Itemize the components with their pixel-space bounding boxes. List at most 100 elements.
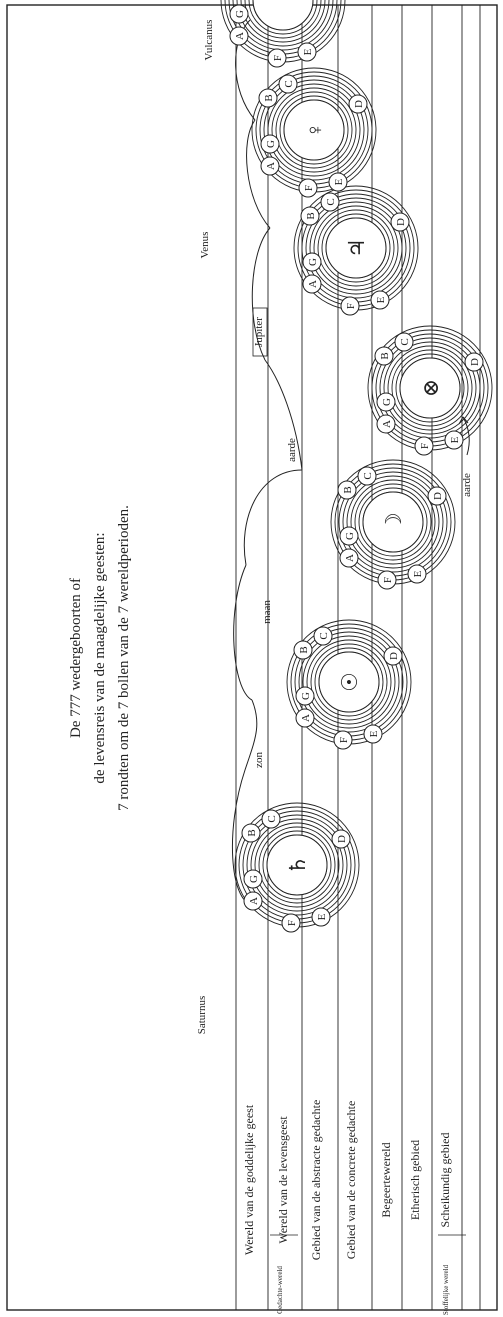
globe-letter-bubble	[281, 913, 301, 933]
globe-center-symbol: ☽	[381, 512, 406, 532]
globe-letter-bubble	[258, 88, 278, 108]
period-label-6: Venus	[199, 232, 211, 259]
globe-ring	[267, 83, 361, 177]
globe-letter-bubble	[302, 252, 322, 272]
globe-letter-E: E	[316, 913, 328, 920]
globe-letter-C: C	[283, 80, 295, 87]
globe-ring	[309, 201, 403, 295]
connector-curves	[231, 19, 303, 906]
globe-letter-G: G	[344, 532, 356, 540]
globe-letter-bubble	[260, 156, 280, 176]
globe-center-symbol: ♄	[285, 855, 310, 875]
globe-letter-bubble	[302, 274, 322, 294]
globe-letter-G: G	[265, 140, 277, 148]
globe-letter-bubble	[363, 724, 383, 744]
globe-letter-E: E	[412, 570, 424, 577]
globe-letter-G: G	[300, 692, 312, 700]
globe-letter-bubble	[293, 640, 313, 660]
globe-letter-A: A	[300, 714, 312, 722]
globe-letter-C: C	[266, 815, 278, 822]
globe-letter-D: D	[336, 835, 348, 843]
globe-letter-bubble	[407, 564, 427, 584]
globe-letter-B: B	[246, 829, 258, 836]
globe-center-symbol: ⊗	[418, 379, 443, 397]
globe-letter-D: D	[388, 652, 400, 660]
globe-ring	[250, 818, 344, 912]
globe-ring	[275, 91, 353, 169]
globe-letter-B: B	[305, 212, 317, 219]
globe-ring	[346, 475, 440, 569]
globe-ring	[298, 631, 400, 733]
globe-letter-bubble	[464, 352, 484, 372]
globe-letter-bubble	[328, 172, 348, 192]
period-label-5: Jupiter	[253, 317, 265, 347]
globe-letter-F: F	[286, 920, 298, 926]
globe-letter-bubble	[377, 570, 397, 590]
globe-letter-D: D	[395, 218, 407, 226]
globe-ring	[379, 337, 481, 439]
connector-3	[243, 469, 303, 566]
row-label-6: Etherisch gebied	[408, 1140, 422, 1220]
globe-letter-C: C	[318, 632, 330, 639]
globe-letter-bubble	[261, 809, 281, 829]
globe-core	[399, 357, 461, 419]
jupiter-label-box	[252, 307, 268, 357]
globe-letter-bubble	[320, 192, 340, 212]
globe-letter-bubble	[313, 626, 333, 646]
globe-letter-bubble	[311, 907, 331, 927]
period-label-2: zon	[253, 752, 265, 768]
globe-letter-bubble	[374, 346, 394, 366]
globe-letter-bubble	[340, 296, 360, 316]
globe-letter-E: E	[333, 178, 345, 185]
globe-core	[362, 491, 424, 553]
globe-letter-E: E	[375, 296, 387, 303]
period-label-4: aarde	[286, 438, 298, 462]
group-label-stoffelijke: Stoffelijke wereld	[442, 1264, 450, 1315]
connector-4	[264, 359, 303, 471]
globe-ring	[358, 487, 428, 557]
globe-letter-bubble	[390, 212, 410, 232]
globe-ring	[395, 353, 465, 423]
globe-letter-bubble	[394, 332, 414, 352]
globe-letter-bubble	[300, 206, 320, 226]
globe-letter-bubble	[229, 4, 249, 24]
globe-letter-bubble	[339, 548, 359, 568]
globe-center-symbol: ♃	[344, 238, 369, 258]
globe-ring	[313, 205, 399, 291]
globe-letter-F: F	[303, 185, 315, 191]
globe-ring	[321, 213, 391, 283]
connector-1	[231, 699, 258, 906]
period-label-7: Vulcanus	[203, 20, 215, 61]
globe-center-symbol: ☉	[337, 672, 362, 692]
period-label-3: maan	[261, 600, 273, 624]
group-label-gedachte: Gedachte-wereld	[276, 1266, 284, 1314]
globe-letter-A: A	[248, 897, 260, 905]
globe-ring	[236, 0, 330, 47]
globe-core	[325, 217, 387, 279]
globe-letter-D: D	[353, 100, 365, 108]
globe-letter-A: A	[381, 420, 393, 428]
globe-ring	[354, 483, 432, 561]
globe-core	[266, 834, 328, 896]
globe-letter-bubble	[337, 480, 357, 500]
globe-letter-bubble	[444, 430, 464, 450]
globe-letter-bubble	[333, 730, 353, 750]
globe-letter-bubble	[348, 94, 368, 114]
globe-letter-bubble	[414, 436, 434, 456]
globe-letter-B: B	[379, 352, 391, 359]
globe-ring	[302, 635, 396, 729]
globe-letter-bubble	[260, 134, 280, 154]
globe-ring	[244, 0, 322, 39]
globe-ring	[254, 822, 340, 908]
row-label-3: Gebied van de abstracte gedachte	[309, 1100, 323, 1261]
globe-letter-bubble	[297, 42, 317, 62]
